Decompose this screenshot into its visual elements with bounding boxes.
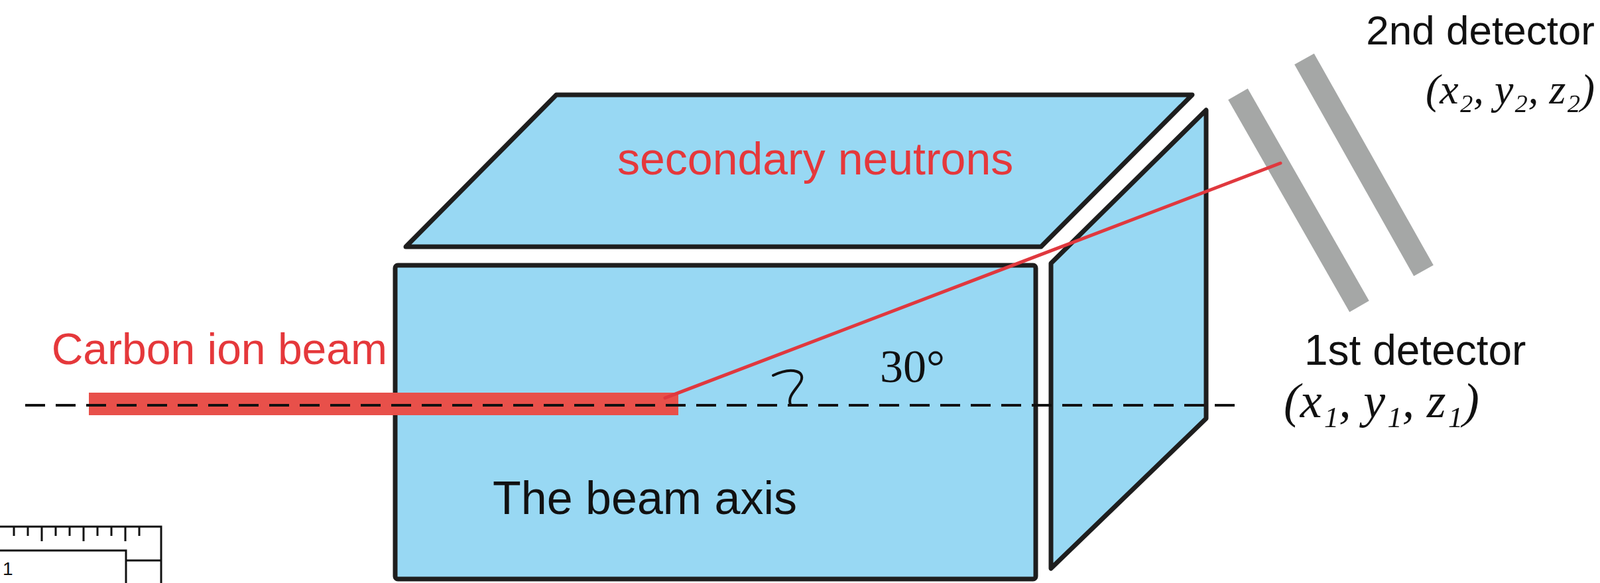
beam-axis-line <box>25 403 1235 407</box>
track-label: secondary neutrons <box>617 133 1014 184</box>
box-top-face <box>405 94 1193 247</box>
angle-label: 30° <box>879 340 945 392</box>
coordinate-label: (x₁, y₁, z₁) <box>1283 373 1480 428</box>
neutron-track <box>665 163 1281 398</box>
coordinate-label: (x₂, y₂, z₂) <box>1425 66 1595 113</box>
box-front-face <box>395 265 1036 579</box>
beam-label: Carbon ion beam <box>51 324 388 374</box>
detector-label: 1st detector <box>1304 326 1526 374</box>
detector-label: 2nd detector <box>1365 7 1595 54</box>
angle-arc <box>773 370 802 405</box>
axis-label: The beam axis <box>492 472 798 524</box>
box-side-face <box>1050 110 1207 569</box>
second-detector <box>1304 59 1424 271</box>
ruler-icon <box>0 526 162 583</box>
ruler-number: 1 <box>2 558 14 580</box>
